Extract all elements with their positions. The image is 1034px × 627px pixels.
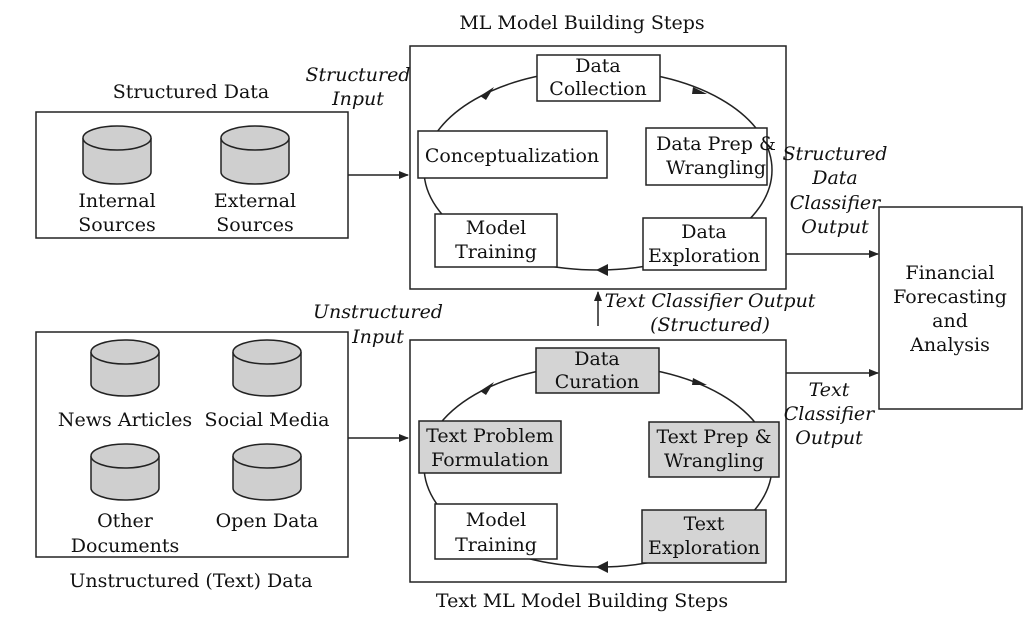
data-prep-label-1: Data Prep &	[656, 133, 776, 155]
unstructured-input-label-2: Input	[351, 326, 404, 348]
social-media-label: Social Media	[205, 409, 330, 431]
structured-classifier-output-label-4: Output	[801, 216, 869, 238]
text-ml-steps-box	[409, 339, 787, 583]
text-problem-formulation-box	[418, 420, 562, 474]
data-prep-label-2: Wrangling	[666, 157, 766, 179]
forecasting-label-1: Financial	[905, 262, 994, 284]
internal-sources-db-icon	[82, 125, 152, 185]
data-collection-label-1: Data	[575, 55, 621, 77]
forecasting-label-2: Forecasting	[893, 286, 1007, 308]
structured-classifier-output-label-3: Classifier	[790, 192, 882, 214]
external-sources-label-1: External	[214, 190, 296, 212]
text-exploration-label-2: Exploration	[648, 537, 760, 559]
unstructured-data-box	[35, 331, 349, 558]
ml-model-training-label-2: Training	[455, 241, 537, 263]
structured-input-label-2: Input	[331, 88, 384, 110]
ml-steps-box	[409, 45, 787, 290]
other-documents-db-icon	[90, 443, 160, 501]
forecasting-label-4: Analysis	[909, 334, 990, 356]
external-sources-label-2: Sources	[216, 214, 293, 236]
text-classifier-output-label-3: Output	[795, 427, 863, 449]
structured-input-label-1: Structured	[306, 64, 411, 86]
other-documents-label-2: Documents	[71, 535, 179, 557]
unstructured-data-title: Unstructured (Text) Data	[69, 570, 312, 592]
internal-sources-label-2: Sources	[78, 214, 155, 236]
news-articles-label: News Articles	[58, 409, 192, 431]
structured-data-title: Structured Data	[113, 81, 270, 103]
text-prep-label-2: Wrangling	[664, 450, 764, 472]
data-collection-box	[536, 54, 661, 102]
ml-steps-title: ML Model Building Steps	[459, 12, 704, 34]
text-ml-steps-title: Text ML Model Building Steps	[436, 590, 728, 612]
text-classifier-output-label-1: Text	[809, 379, 850, 401]
text-model-training-box	[434, 503, 558, 560]
text-model-training-label-1: Model	[466, 509, 526, 531]
data-prep-box	[645, 127, 768, 186]
text-model-training-label-2: Training	[455, 534, 537, 556]
unstructured-input-label-1: Unstructured	[313, 301, 443, 323]
text-problem-formulation-label-1: Text Problem	[426, 425, 554, 447]
financial-forecasting-box	[878, 206, 1023, 410]
external-sources-db-icon	[220, 125, 290, 185]
text-exploration-label-1: Text	[684, 513, 725, 535]
forecasting-label-3: and	[932, 310, 968, 332]
data-curation-box	[535, 347, 660, 394]
conceptualization-label: Conceptualization	[425, 145, 599, 167]
data-exploration-box	[642, 217, 767, 271]
ml-model-training-box	[434, 213, 558, 268]
social-media-db-icon	[232, 339, 302, 397]
ml-model-training-label-1: Model	[466, 217, 526, 239]
conceptualization-box	[417, 130, 608, 179]
text-cycle-arrowhead-2	[692, 378, 707, 385]
text-cycle-arrowhead-3	[596, 561, 608, 573]
data-collection-label-2: Collection	[549, 78, 646, 100]
other-documents-label-1: Other	[97, 510, 154, 532]
text-prep-label-1: Text Prep &	[656, 426, 771, 448]
ml-cycle-arrowhead-3	[596, 264, 608, 276]
news-articles-db-icon	[90, 339, 160, 397]
ml-cycle-arrowhead-1	[480, 87, 494, 100]
data-curation-label-2: Curation	[555, 371, 640, 393]
text-classifier-output-label-2: Classifier	[784, 403, 876, 425]
text-cycle-arrowhead-1	[480, 382, 494, 395]
text-prep-box	[648, 421, 780, 478]
text-classifier-output-structured-label-2: (Structured)	[650, 314, 770, 336]
structured-classifier-output-label-1: Structured	[783, 143, 888, 165]
data-exploration-label-2: Exploration	[648, 245, 760, 267]
text-problem-formulation-label-2: Formulation	[431, 449, 549, 471]
data-exploration-label-1: Data	[681, 221, 727, 243]
text-exploration-box	[641, 509, 767, 564]
text-classifier-output-structured-label-1: Text Classifier Output	[605, 290, 816, 312]
data-curation-label-1: Data	[574, 348, 620, 370]
structured-classifier-output-label-2: Data	[811, 167, 858, 189]
internal-sources-label-1: Internal	[78, 190, 155, 212]
open-data-db-icon	[232, 443, 302, 501]
open-data-label: Open Data	[216, 510, 319, 532]
ml-cycle-arrowhead-2	[692, 87, 707, 94]
